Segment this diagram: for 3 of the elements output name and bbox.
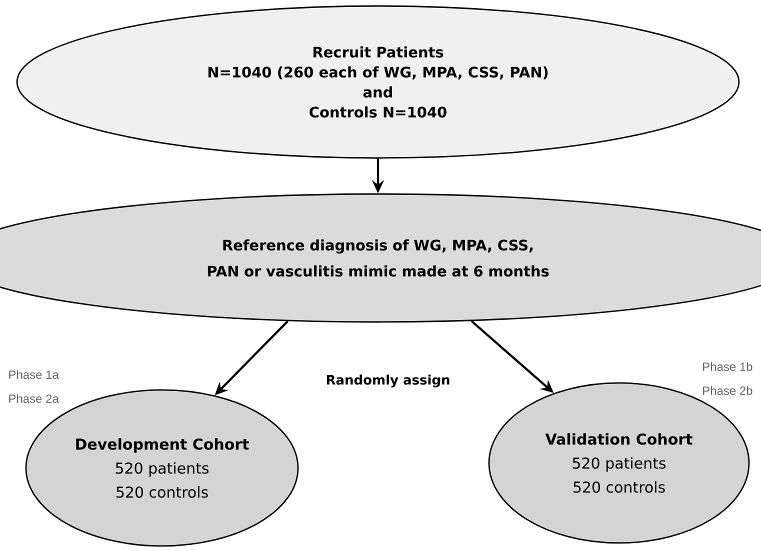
ellipse-node: Reference diagnosis of WG, MPA, CSS, PAN or vasculitis mimic made at 6 months bbox=[0, 193, 761, 323]
assignment-note: Randomly assign bbox=[326, 374, 450, 388]
ellipse-node: Recruit Patients N=1040 (260 each of WG, MPA, CSS, PAN) and Controls N=1040 bbox=[16, 5, 740, 159]
